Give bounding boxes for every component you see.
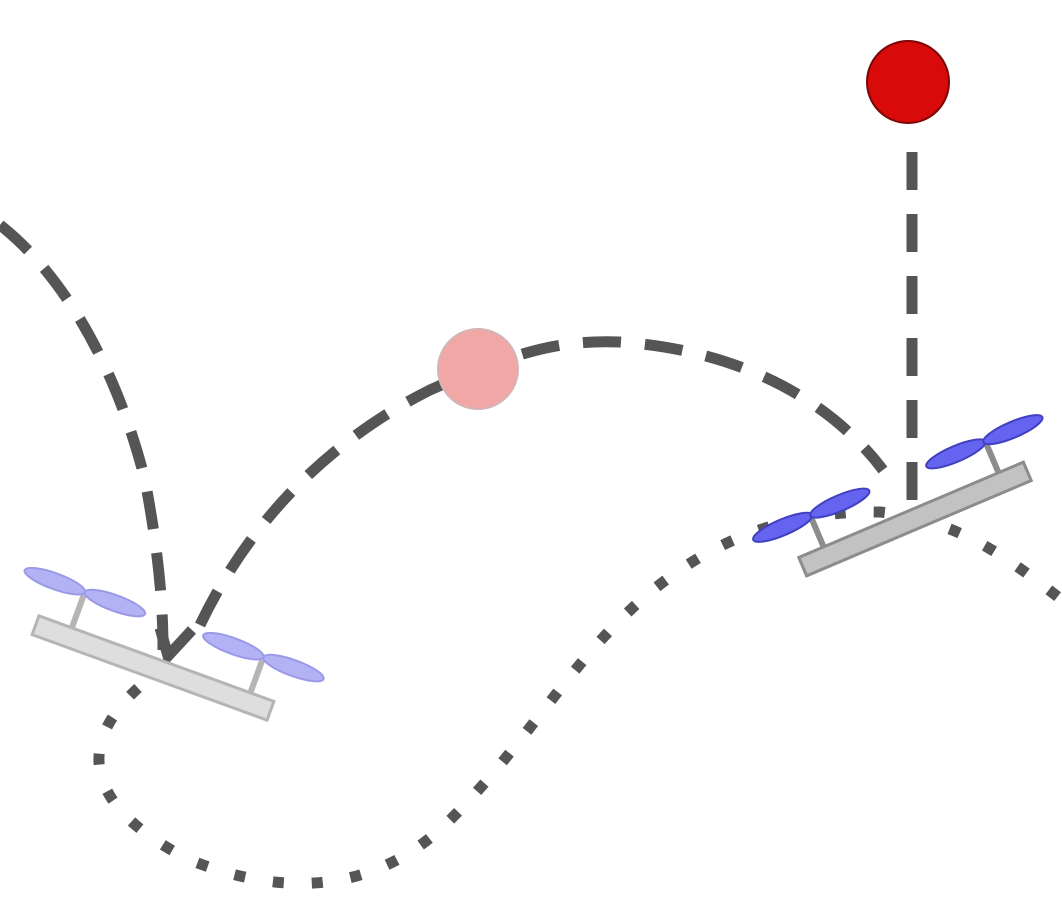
- quadrotor-trajectory-path: [93, 506, 1062, 889]
- ball-arc-path: [195, 336, 888, 628]
- quadrotor-ghost: [23, 566, 325, 723]
- quadrotor: [752, 414, 1044, 578]
- propeller-icon: [809, 487, 871, 519]
- quadrotor-ghost-arm-right: [247, 658, 266, 694]
- propeller-icon: [262, 653, 325, 683]
- propeller-icon: [202, 631, 265, 661]
- propeller-icon: [23, 566, 86, 596]
- quadrotor-frame: [796, 460, 1034, 578]
- arrow-head-icon: [154, 626, 197, 667]
- quadrotor-ghost-arm-left: [69, 593, 87, 629]
- quadrotor-arm-left: [808, 516, 827, 549]
- propeller-icon: [925, 438, 987, 470]
- propeller-icon: [982, 414, 1044, 446]
- quadrotor-ghost-frame: [30, 613, 276, 723]
- propeller-icon: [83, 588, 147, 618]
- ball: [866, 40, 950, 124]
- quadrotor-arm-right: [983, 442, 1002, 474]
- ball-ghost: [437, 328, 519, 410]
- ball-incoming-path: [0, 220, 169, 651]
